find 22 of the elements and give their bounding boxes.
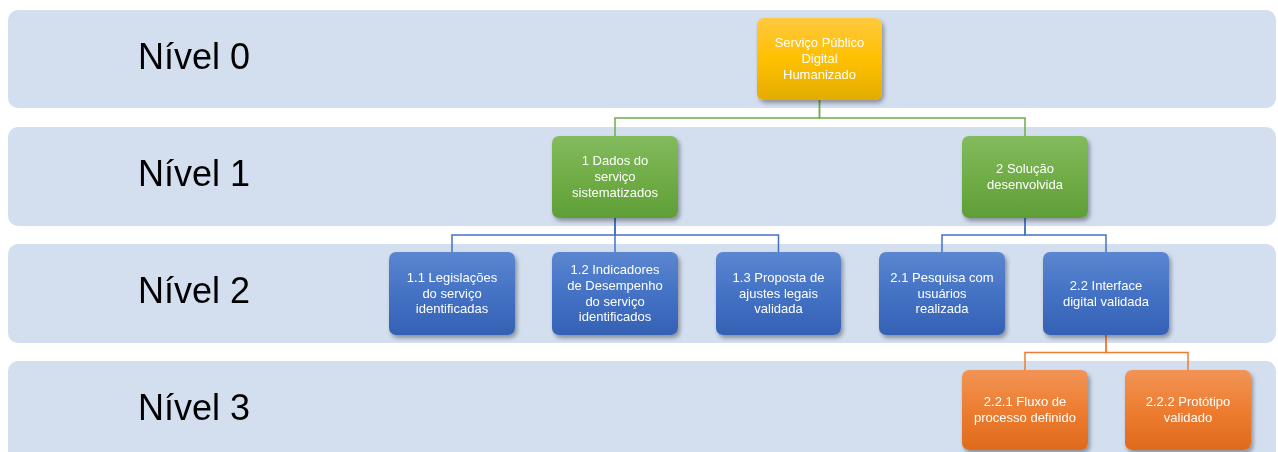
wbs-box: 2 Solução desenvolvida [962,136,1088,218]
level-band [8,361,1276,452]
level-label: Nível 0 [138,36,251,78]
connector-line [614,217,780,253]
wbs-box: 1 Dados do serviço sistematizados [552,136,678,218]
level-label: Nível 1 [138,153,251,195]
level-label: Nível 3 [138,387,251,429]
connector-line [1105,334,1189,371]
wbs-box: 2.2 Interface digital validada [1043,252,1169,335]
level-band [8,10,1276,108]
wbs-box: 1.2 Indicadores de Desempenho do serviço identificados [552,252,678,335]
wbs-box: Serviço Público Digital Humanizado [757,18,882,100]
level-band [8,244,1276,343]
level-label: Nível 2 [138,270,251,312]
wbs-box: 1.1 Legislações do serviço identificadas [389,252,515,335]
wbs-box: 1.3 Proposta de ajustes legais validada [716,252,841,335]
connector-line [1024,217,1107,253]
wbs-box: 2.2.2 Protótipo validado [1125,370,1251,450]
connector-line [818,99,1026,137]
level-band [8,127,1276,226]
wbs-box: 2.2.1 Fluxo de processo definido [962,370,1088,450]
wbs-box: 2.1 Pesquisa com usuários realizada [879,252,1005,335]
